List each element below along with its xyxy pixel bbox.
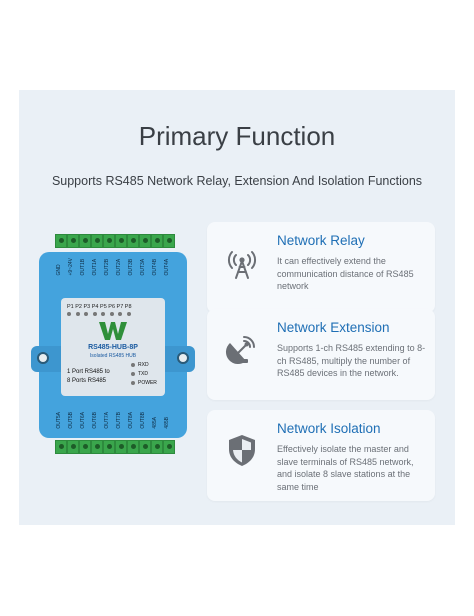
terminal-label: OUT3A <box>140 258 146 276</box>
terminal-label: OUT5B <box>68 412 74 429</box>
top-terminal-labels: GND +9~24V OUT1B OUT1A OUT2B OUT2A OUT3B… <box>39 258 187 276</box>
card-title: Network Extension <box>277 320 390 335</box>
device-desc-line: 8 Ports RS485 <box>67 378 107 384</box>
feature-card-network-relay: Network Relay It can effectively extend … <box>207 222 435 313</box>
terminal-label: +9~24V <box>68 258 74 276</box>
feature-card-network-extension: Network Extension Supports 1-ch RS485 ex… <box>207 309 435 400</box>
feature-card-network-isolation: Network Isolation Effectively isolate th… <box>207 410 435 501</box>
terminal-label: OUT2A <box>116 258 122 276</box>
top-terminal-block <box>55 234 175 248</box>
terminal-label: OUT2B <box>104 258 110 276</box>
terminal-label: OUT4B <box>152 258 158 276</box>
terminal-label: OUT8A <box>128 412 134 429</box>
device-model-sub: Isolated RS485 HUB <box>89 353 137 359</box>
card-description: It can effectively extend the communicat… <box>277 256 414 291</box>
status-power: POWER <box>131 380 157 386</box>
bottom-terminal-labels: OUT5A OUT5B OUT6A OUT6B OUT7A OUT7B OUT8… <box>39 412 187 429</box>
rs485-hub-device-image: GND +9~24V OUT1B OUT1A OUT2B OUT2A OUT3B… <box>31 228 195 458</box>
status-txd: TXD <box>131 371 148 377</box>
tower-icon <box>228 251 256 279</box>
screw-left-icon <box>37 352 49 364</box>
card-title: Network Isolation <box>277 421 381 436</box>
terminal-label: OUT1A <box>92 258 98 276</box>
terminal-label: OUT7B <box>116 412 122 429</box>
device-model: RS485-HUB-8P <box>88 344 138 351</box>
terminal-label: OUT1B <box>80 258 86 276</box>
terminal-label: GND <box>56 264 62 276</box>
card-description: Effectively isolate the master and slave… <box>277 444 414 492</box>
port-leds <box>67 312 131 316</box>
terminal-label: OUT6A <box>80 412 86 429</box>
device-front-panel: P1 P2 P3 P4 P5 P6 P7 P8 RS485-HUB-8P Iso… <box>61 298 165 396</box>
terminal-label: 485A <box>152 416 158 429</box>
device-description: 1 Port RS485 to 8 Ports RS485 <box>67 368 127 386</box>
terminal-label: 485B <box>164 416 170 429</box>
terminal-label: OUT4A <box>164 258 170 276</box>
terminal-label: OUT5A <box>56 412 62 429</box>
port-led-labels: P1 P2 P3 P4 P5 P6 P7 P8 <box>67 304 132 310</box>
content-panel: Primary Function Supports RS485 Network … <box>19 90 455 525</box>
terminal-label: OUT7A <box>104 412 110 429</box>
status-rxd: RXD <box>131 362 149 368</box>
terminal-label: OUT6B <box>92 412 98 429</box>
screw-right-icon <box>177 352 189 364</box>
shield-icon <box>229 435 255 466</box>
page-subtitle: Supports RS485 Network Relay, Extension … <box>51 174 423 188</box>
page-title: Primary Function <box>138 121 336 151</box>
waveshare-logo-icon <box>99 322 127 340</box>
device-desc-line: 1 Port RS485 to <box>67 369 110 375</box>
terminal-label: OUT8B <box>140 412 146 429</box>
terminal-label: OUT3B <box>128 258 134 276</box>
card-title: Network Relay <box>277 233 365 248</box>
satellite-dish-icon <box>225 336 255 365</box>
bottom-terminal-block <box>55 440 175 454</box>
card-description: Supports 1-ch RS485 extending to 8-ch RS… <box>277 343 426 378</box>
